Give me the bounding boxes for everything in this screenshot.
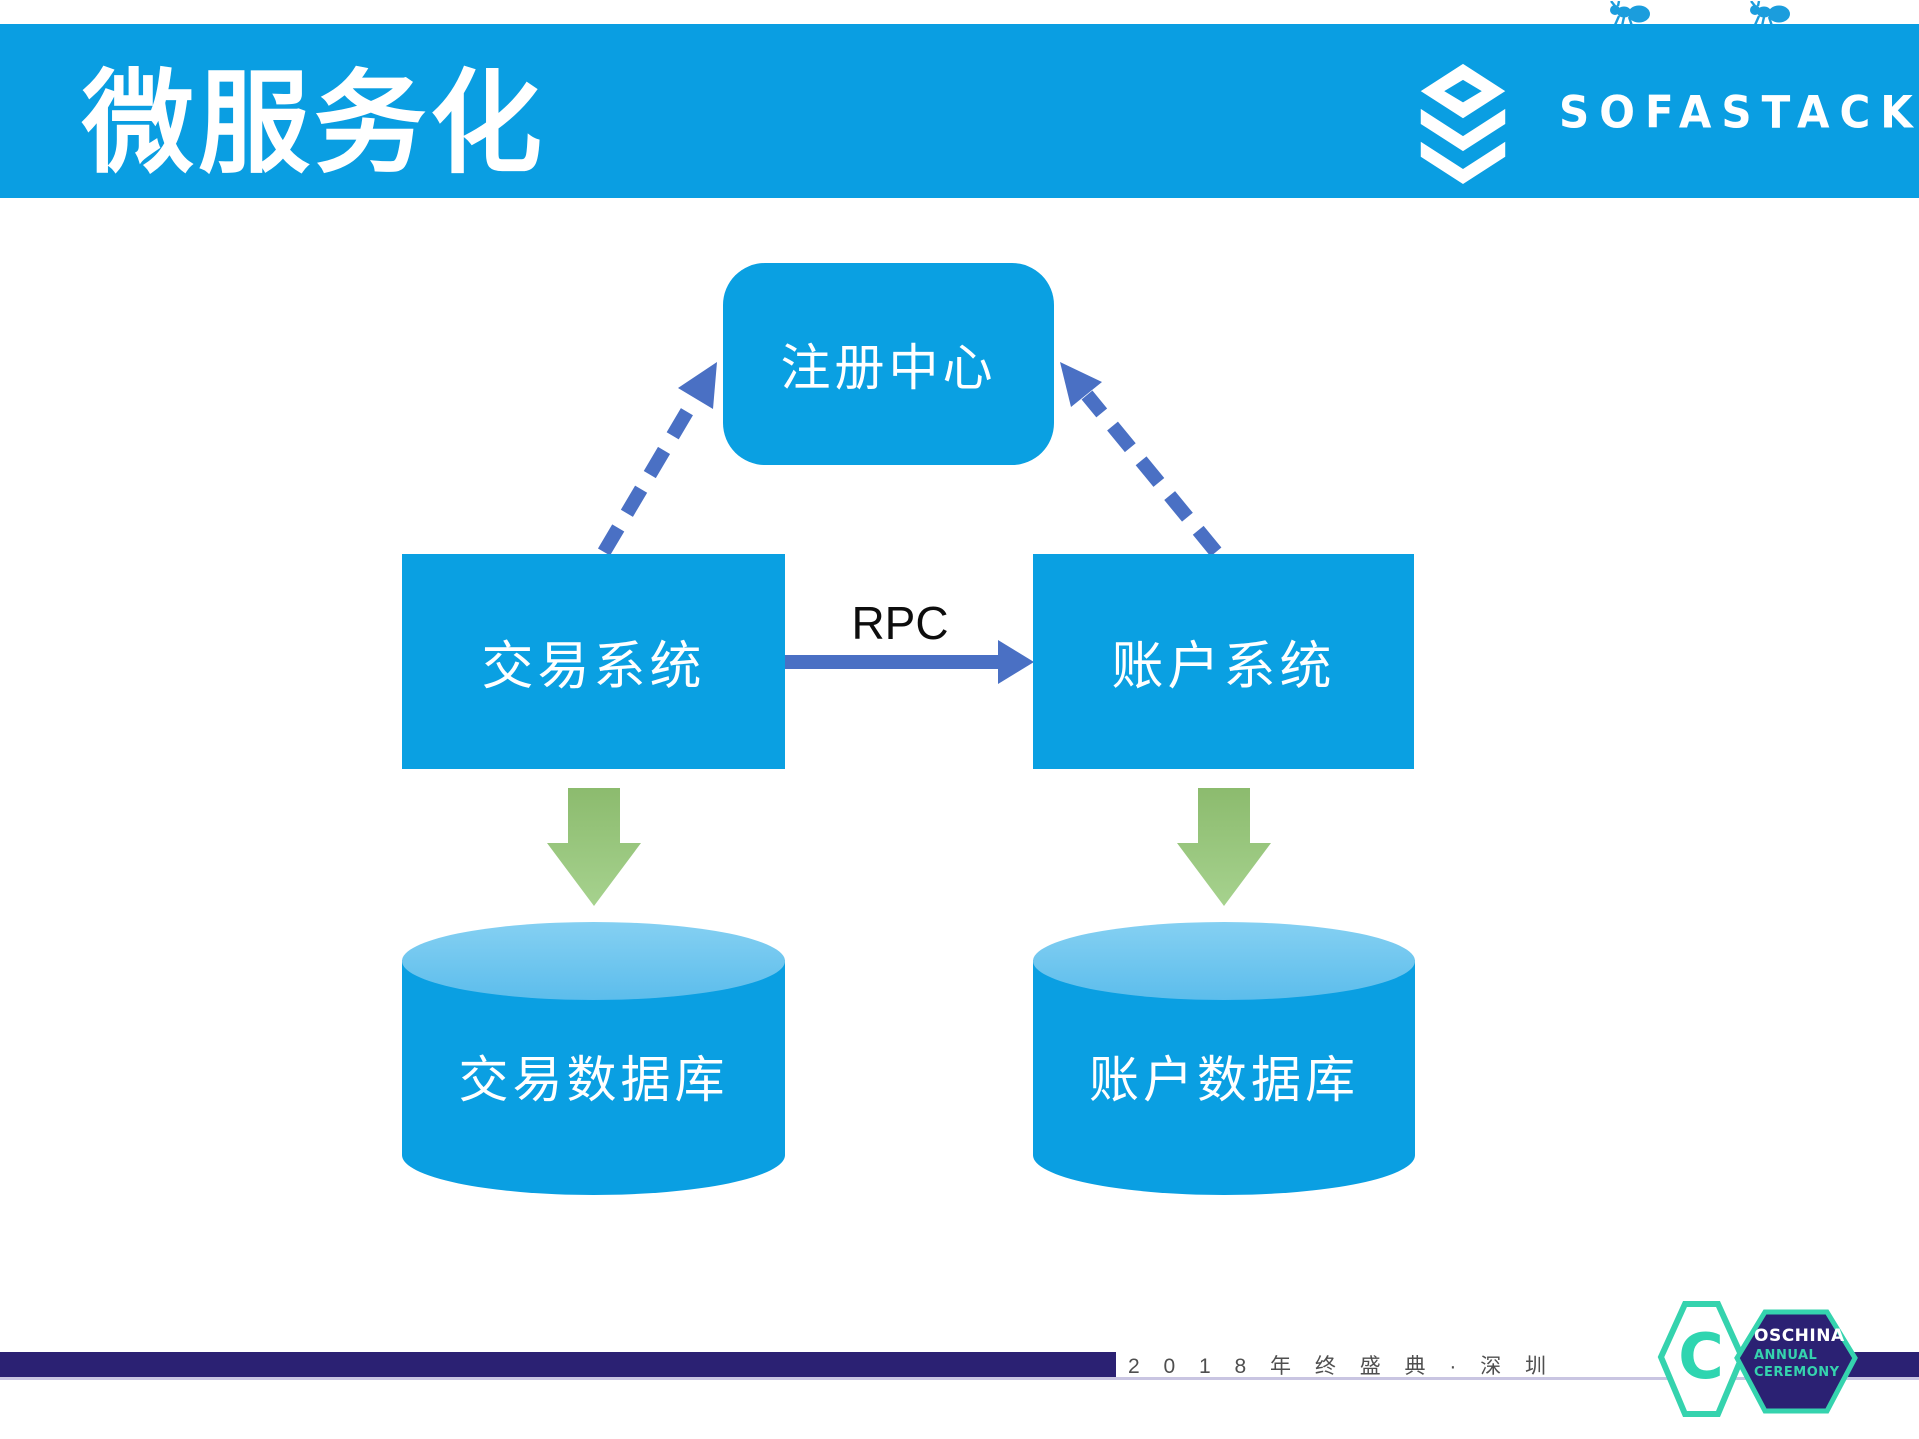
account-db-cylinder: 账户数据库 bbox=[1033, 922, 1415, 1195]
trade-db-cylinder: 交易数据库 bbox=[402, 922, 785, 1195]
oschina-badge-text: OSCHINA ANNUAL CEREMONY bbox=[1754, 1326, 1854, 1381]
account-system-box: 账户系统 bbox=[1033, 554, 1414, 769]
trade-system-label: 交易系统 bbox=[481, 639, 706, 696]
account-system-label: 账户系统 bbox=[1111, 639, 1336, 696]
ant-icon bbox=[1610, 1, 1650, 27]
green-arrow-trade-to-db bbox=[547, 788, 641, 906]
registry-center-box: 注册中心 bbox=[723, 263, 1054, 465]
header-bar: 微服务化 SOFASTACK bbox=[0, 24, 1919, 198]
oschina-logo: C OSCHINA ANNUAL CEREMONY bbox=[1652, 1300, 1864, 1424]
ant-icon bbox=[1750, 1, 1790, 27]
trade-system-box: 交易系统 bbox=[402, 554, 785, 769]
trade-db-label: 交易数据库 bbox=[458, 1052, 729, 1108]
footer-bar-right-segment bbox=[1848, 1352, 1919, 1377]
registry-center-label: 注册中心 bbox=[780, 340, 997, 396]
footer-bar bbox=[0, 1352, 1116, 1377]
account-db-label: 账户数据库 bbox=[1089, 1052, 1359, 1108]
green-arrow-account-to-db bbox=[1177, 788, 1271, 906]
oschina-hexagons-icon bbox=[1657, 1301, 1858, 1417]
sofastack-logo: SOFASTACK bbox=[1399, 24, 1919, 198]
oschina-name: OSCHINA bbox=[1754, 1326, 1845, 1346]
oschina-c-letter: C bbox=[1678, 1320, 1724, 1393]
oschina-ceremony: CEREMONY bbox=[1754, 1365, 1840, 1380]
footer-accent-line bbox=[0, 1377, 1919, 1380]
rpc-label: RPC bbox=[851, 597, 949, 649]
sofastack-stack-icon bbox=[1420, 63, 1506, 184]
sofastack-wordmark: SOFASTACK bbox=[1559, 86, 1919, 139]
cylinder-top-ellipse bbox=[402, 922, 785, 1000]
rpc-arrow bbox=[785, 640, 1034, 684]
footer-event-text: 2 0 1 8 年 终 盛 典 · 深 圳 bbox=[1128, 1354, 1556, 1378]
dashed-arrow-trade-to-registry bbox=[597, 362, 717, 556]
cylinder-top-ellipse bbox=[1033, 922, 1415, 1000]
oschina-annual: ANNUAL bbox=[1754, 1348, 1818, 1363]
dashed-arrow-account-to-registry bbox=[1060, 362, 1222, 557]
page-title: 微服务化 bbox=[82, 59, 546, 189]
